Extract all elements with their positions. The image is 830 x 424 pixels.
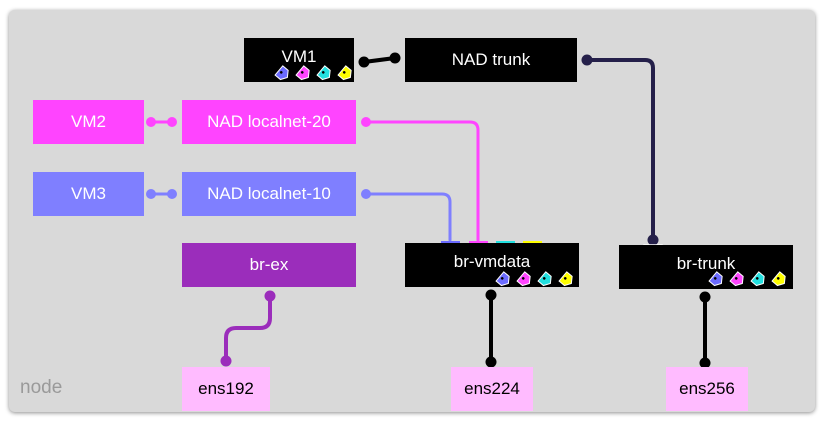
nad-localnet-10-label: NAD localnet-10: [207, 184, 331, 203]
port-ens224-top: [485, 356, 497, 368]
br-trunk-tag-icon-1: [708, 271, 723, 287]
br-trunk-label: br-trunk: [676, 254, 736, 273]
port-br-ex-bottom: [264, 290, 276, 302]
nad-localnet-10-box[interactable]: NAD localnet-10: [182, 172, 356, 216]
br-trunk-tag-icon-4: [771, 271, 786, 287]
br-trunk-tag-icon-3-hole: [755, 277, 759, 280]
ens192-label: ens192: [198, 379, 254, 398]
port-ens192-top: [220, 355, 232, 367]
link-br-ex-ens192: [224, 294, 272, 363]
port-br-trunk-top: [647, 234, 659, 246]
br-trunk-tag-icon-3-shape: [750, 271, 765, 287]
br-trunk-tag-icon-2-hole: [734, 277, 738, 280]
vm1-tag-icon-3-hole: [321, 71, 325, 74]
br-vmdata-tag-icon-1: [495, 271, 510, 287]
br-trunk-tag-icon-1-shape: [708, 271, 723, 287]
br-trunk-tag-icon-3: [750, 271, 765, 287]
br-ex-label: br-ex: [249, 255, 289, 274]
br-vmdata-tag-icon-2-shape: [516, 271, 531, 287]
br-trunk-tag-icon-1-hole: [713, 277, 717, 280]
vm1-tag-icon-2-hole: [300, 71, 304, 74]
vm1-tag-icon-4-shape: [337, 65, 352, 81]
ens256-label: ens256: [679, 379, 735, 398]
vm1-label: VM1: [281, 47, 317, 66]
br-vmdata-tag-icon-2: [516, 271, 531, 287]
br-trunk-tag-icon-2-shape: [729, 271, 744, 287]
vm1-tag-icon-1-hole: [279, 71, 283, 74]
nad-trunk-label: NAD trunk: [451, 50, 531, 69]
vm1-tag-icon-3: [316, 65, 331, 81]
br-vmdata-tag-icon-1-hole: [500, 277, 504, 280]
ens224-label: ens224: [464, 379, 520, 398]
vm1-tag-icon-3-shape: [316, 65, 331, 81]
br-trunk-tag-icon-4-shape: [771, 271, 786, 287]
port-nad-trunk-right: [581, 54, 593, 66]
br-vmdata-tag-icon-4-shape: [558, 271, 573, 287]
port-nad20-left: [167, 117, 177, 127]
vm1-tag-icon-2-shape: [295, 65, 310, 81]
node-label: node: [20, 377, 63, 398]
port-nad10-left: [167, 189, 177, 199]
port-vm3: [146, 189, 156, 199]
vm2-label: VM2: [71, 112, 106, 131]
nad-localnet-20-label: NAD localnet-20: [207, 112, 331, 131]
br-vmdata-tag-icon-3-shape: [537, 271, 552, 287]
br-vmdata-tag-icon-1-shape: [495, 271, 510, 287]
link-nad20-br-vmdata: [364, 120, 480, 242]
vm3-label: VM3: [71, 184, 106, 203]
port-ens256-top: [699, 357, 711, 369]
ens224-box[interactable]: ens224: [451, 367, 533, 411]
br-vmdata-tag-icon-4: [558, 271, 573, 287]
vm3-box[interactable]: VM3: [33, 172, 144, 216]
vm2-box[interactable]: VM2: [33, 100, 144, 144]
nad-trunk-box[interactable]: NAD trunk: [405, 38, 577, 82]
br-trunk-tag-icon-2: [729, 271, 744, 287]
port-nad20-right: [361, 117, 371, 127]
br-vmdata-tag-icon-3: [537, 271, 552, 287]
port-br-vmdata-bottom: [485, 289, 497, 301]
br-ex-box[interactable]: br-ex: [182, 243, 356, 287]
br-vmdata-tag-icon-3-hole: [542, 277, 546, 280]
br-vmdata-tag-icon-2-hole: [521, 277, 525, 280]
br-trunk-tag-icon-4-hole: [776, 277, 780, 280]
port-nad-trunk-left: [389, 52, 401, 64]
port-nad10-right: [361, 189, 371, 199]
port-br-trunk-bottom: [699, 291, 711, 303]
br-vmdata-label: br-vmdata: [453, 252, 531, 271]
vm1-tag-icon-4-hole: [342, 71, 346, 74]
vm1-tag-icon-1-shape: [274, 65, 289, 81]
vm1-tag-icon-4: [337, 65, 352, 81]
link-nad10-br-vmdata: [364, 192, 452, 242]
nad-localnet-20-box[interactable]: NAD localnet-20: [182, 100, 356, 144]
ens192-box[interactable]: ens192: [182, 367, 270, 411]
port-vm2: [146, 117, 156, 127]
br-vmdata-tag-icon-4-hole: [563, 277, 567, 280]
vm1-tag-icon-2: [295, 65, 310, 81]
port-vm1: [358, 56, 370, 68]
ens256-box[interactable]: ens256: [666, 367, 748, 411]
vm1-tag-icon-1: [274, 65, 289, 81]
link-nad-trunk-br-trunk: [585, 58, 655, 242]
